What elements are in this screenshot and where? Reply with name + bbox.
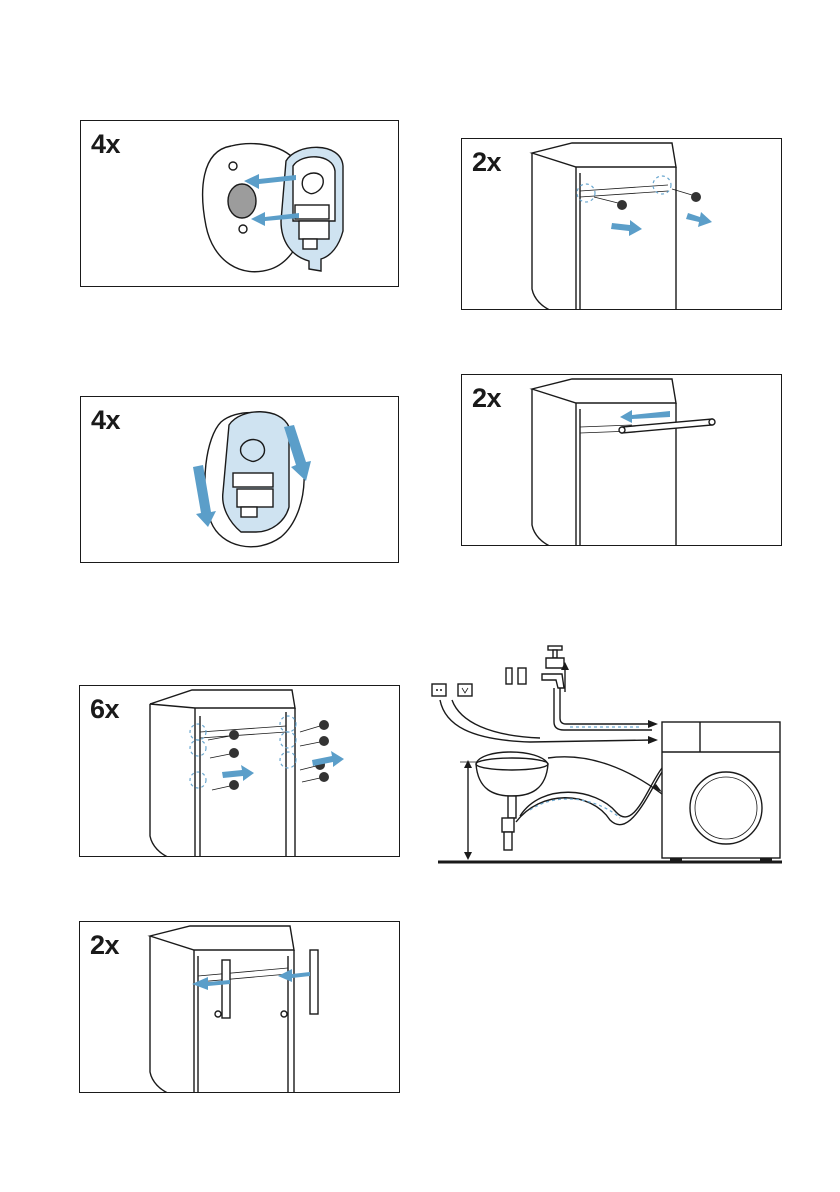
installation-diagram — [430, 640, 790, 870]
step-3-panel: 6x — [79, 685, 400, 857]
step-1-panel: 4x — [80, 120, 399, 287]
step-4-panel: 2x — [461, 138, 782, 310]
socket-icon — [432, 684, 472, 696]
foot-cap-pressed-icon — [81, 397, 399, 563]
step-2-panel: 4x — [80, 396, 399, 563]
tap-icon — [506, 646, 564, 688]
washing-machine-icon — [662, 722, 780, 862]
cabinet-screws-icon — [80, 686, 400, 857]
step-5-panel: 2x — [461, 374, 782, 546]
step-6-panel: 2x — [79, 921, 400, 1093]
installation-overview-icon — [430, 640, 790, 870]
cabinet-brackets-icon — [80, 922, 400, 1093]
bracket-icon — [222, 950, 318, 1018]
rail-icon — [619, 419, 715, 433]
foot-cap-icon — [81, 121, 399, 287]
cabinet-rail-icon — [462, 375, 782, 546]
sink-icon — [476, 752, 548, 850]
cabinet-rail-screws-icon — [462, 139, 782, 310]
